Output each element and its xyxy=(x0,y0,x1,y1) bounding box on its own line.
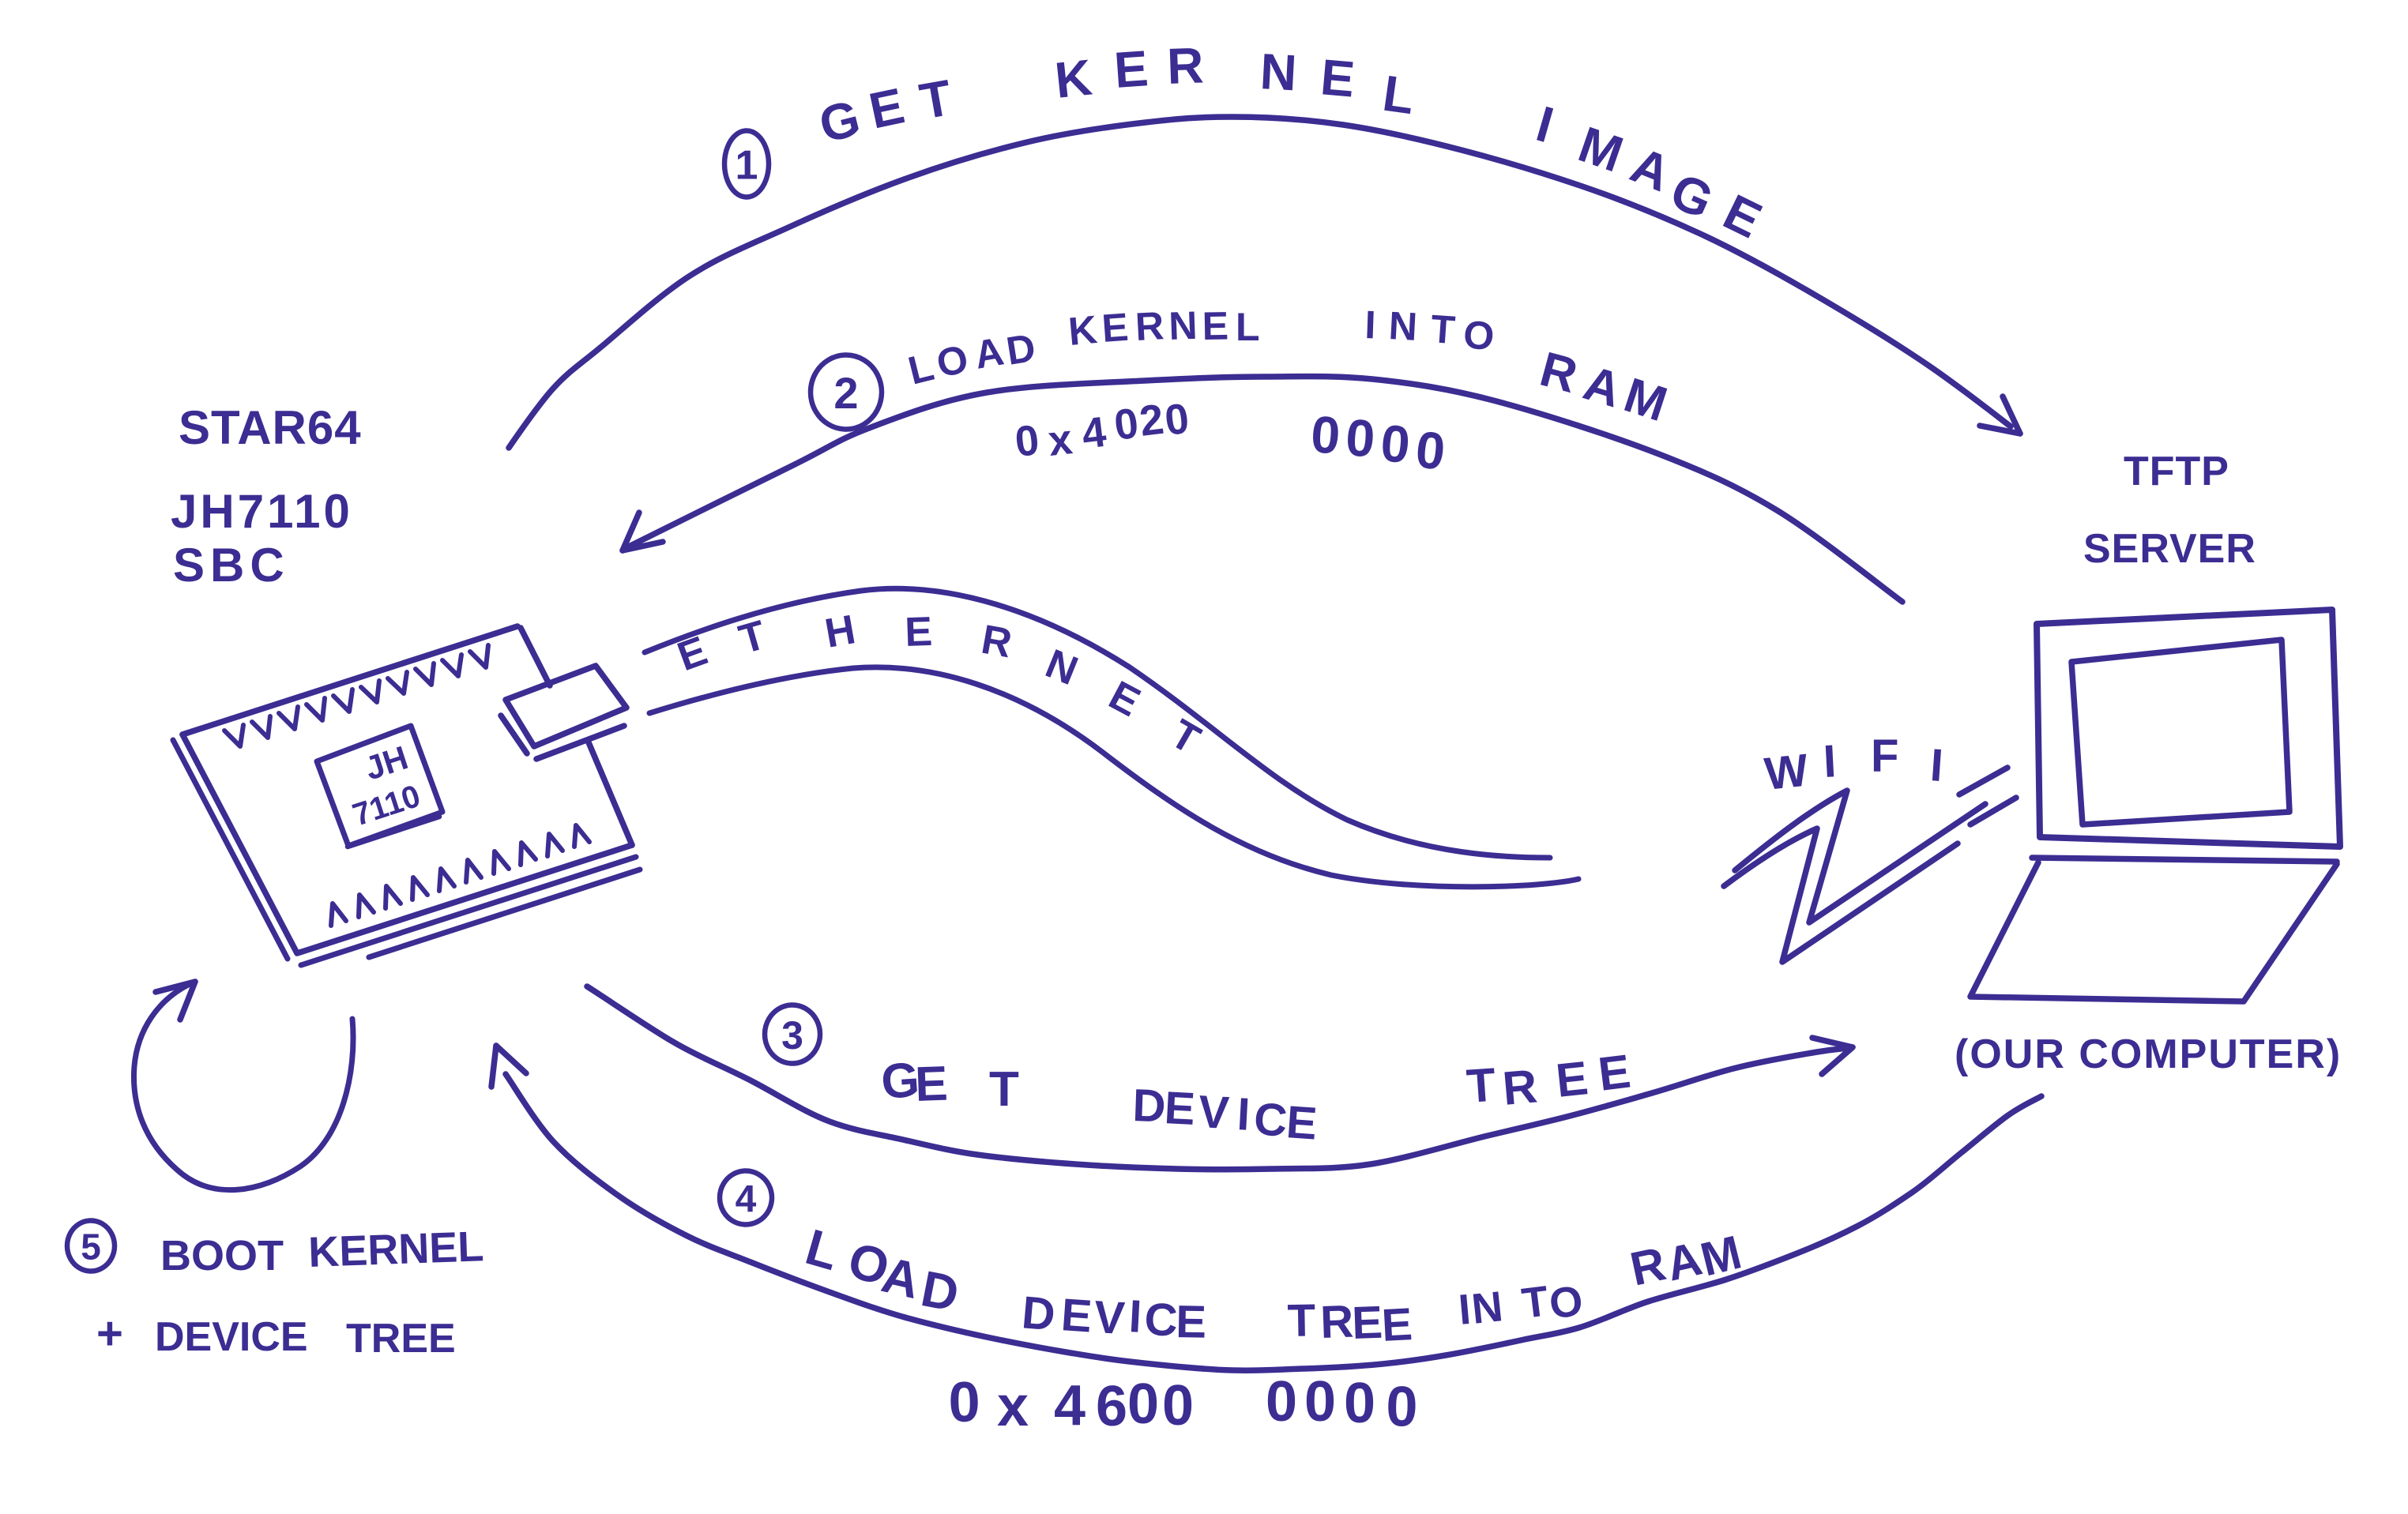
svg-text:4: 4 xyxy=(1079,408,1108,458)
svg-text:0: 0 xyxy=(1309,404,1342,464)
svg-text:T: T xyxy=(989,1062,1019,1117)
svg-text:1: 1 xyxy=(736,143,758,189)
svg-text:K: K xyxy=(1067,307,1099,354)
svg-text:SBC: SBC xyxy=(173,539,290,592)
svg-text:E: E xyxy=(1351,1297,1383,1349)
svg-text:N: N xyxy=(1469,1283,1505,1333)
svg-text:C: C xyxy=(1252,1093,1289,1147)
svg-text:I: I xyxy=(1127,1290,1143,1343)
svg-text:4: 4 xyxy=(736,1178,757,1220)
svg-text:N: N xyxy=(1168,303,1198,348)
svg-text:0: 0 xyxy=(1379,413,1413,474)
svg-text:R: R xyxy=(1166,36,1205,95)
svg-text:E: E xyxy=(1553,1051,1590,1107)
svg-text:JH7110: JH7110 xyxy=(171,485,353,538)
svg-text:N: N xyxy=(1387,303,1418,349)
svg-text:+: + xyxy=(96,1308,123,1359)
svg-text:E: E xyxy=(1112,39,1150,99)
svg-text:0: 0 xyxy=(1413,419,1448,480)
svg-text:0: 0 xyxy=(1344,1372,1375,1435)
svg-text:R: R xyxy=(1319,1296,1354,1348)
svg-text:R: R xyxy=(1134,303,1165,349)
svg-text:x: x xyxy=(1046,415,1074,465)
svg-text:E: E xyxy=(1285,1096,1319,1150)
svg-text:6: 6 xyxy=(1096,1375,1127,1438)
svg-text:L: L xyxy=(1236,305,1260,349)
svg-text:E: E xyxy=(1202,303,1228,348)
svg-text:STAR64: STAR64 xyxy=(179,401,362,454)
svg-text:KERNEL: KERNEL xyxy=(307,1223,484,1276)
svg-text:O: O xyxy=(1462,312,1496,359)
svg-text:0: 0 xyxy=(1386,1375,1418,1439)
svg-text:V: V xyxy=(1197,1086,1230,1139)
svg-text:I: I xyxy=(1364,302,1377,347)
svg-text:D: D xyxy=(1020,1287,1057,1340)
svg-text:D: D xyxy=(1132,1080,1167,1132)
svg-text:BOOT: BOOT xyxy=(160,1232,284,1279)
svg-text:E: E xyxy=(1595,1045,1633,1101)
svg-text:I: I xyxy=(1236,1088,1251,1140)
svg-text:0: 0 xyxy=(1127,1373,1159,1436)
svg-text:N: N xyxy=(1259,43,1298,101)
svg-text:W: W xyxy=(1763,745,1811,800)
svg-text:I: I xyxy=(1822,735,1838,787)
svg-text:C: C xyxy=(1144,1294,1179,1346)
svg-text:(OUR COMPUTER): (OUR COMPUTER) xyxy=(1955,1031,2342,1077)
svg-text:I: I xyxy=(1457,1286,1473,1334)
svg-text:I: I xyxy=(1928,739,1945,791)
svg-text:4: 4 xyxy=(1054,1374,1085,1437)
svg-text:2: 2 xyxy=(1137,396,1166,445)
svg-text:F: F xyxy=(1871,731,1898,782)
svg-text:E: E xyxy=(1319,48,1357,107)
svg-text:E: E xyxy=(1101,305,1130,351)
svg-text:TREE: TREE xyxy=(346,1316,456,1362)
svg-text:E: E xyxy=(904,609,933,656)
svg-text:0: 0 xyxy=(1013,416,1041,466)
svg-text:5: 5 xyxy=(81,1227,101,1268)
svg-text:T: T xyxy=(1465,1058,1497,1113)
svg-text:TFTP: TFTP xyxy=(2124,449,2229,494)
svg-text:E: E xyxy=(1380,1298,1413,1351)
svg-text:E: E xyxy=(914,1057,949,1112)
svg-text:E: E xyxy=(1059,1289,1093,1343)
svg-text:D: D xyxy=(1003,325,1038,374)
svg-text:E: E xyxy=(1163,1082,1196,1135)
svg-text:R: R xyxy=(1500,1059,1539,1115)
svg-text:2: 2 xyxy=(833,368,858,418)
svg-text:0: 0 xyxy=(1304,1370,1336,1433)
svg-text:E: E xyxy=(1176,1296,1207,1348)
svg-text:DEVICE: DEVICE xyxy=(155,1314,308,1360)
svg-text:x: x xyxy=(997,1375,1029,1438)
svg-text:SERVER: SERVER xyxy=(2083,526,2256,572)
svg-text:0: 0 xyxy=(1162,395,1191,445)
svg-text:0: 0 xyxy=(1112,400,1141,449)
svg-text:0: 0 xyxy=(1266,1370,1297,1433)
svg-text:O: O xyxy=(1546,1277,1586,1328)
svg-text:T: T xyxy=(1519,1277,1551,1328)
svg-text:0: 0 xyxy=(948,1370,980,1434)
svg-text:0: 0 xyxy=(1162,1374,1194,1437)
svg-text:G: G xyxy=(879,1053,921,1110)
svg-text:0: 0 xyxy=(1344,408,1377,468)
svg-text:3: 3 xyxy=(781,1013,803,1058)
svg-text:T: T xyxy=(1287,1294,1316,1347)
svg-text:V: V xyxy=(1093,1291,1126,1344)
svg-text:K: K xyxy=(1052,48,1094,108)
svg-text:T: T xyxy=(1429,306,1456,352)
